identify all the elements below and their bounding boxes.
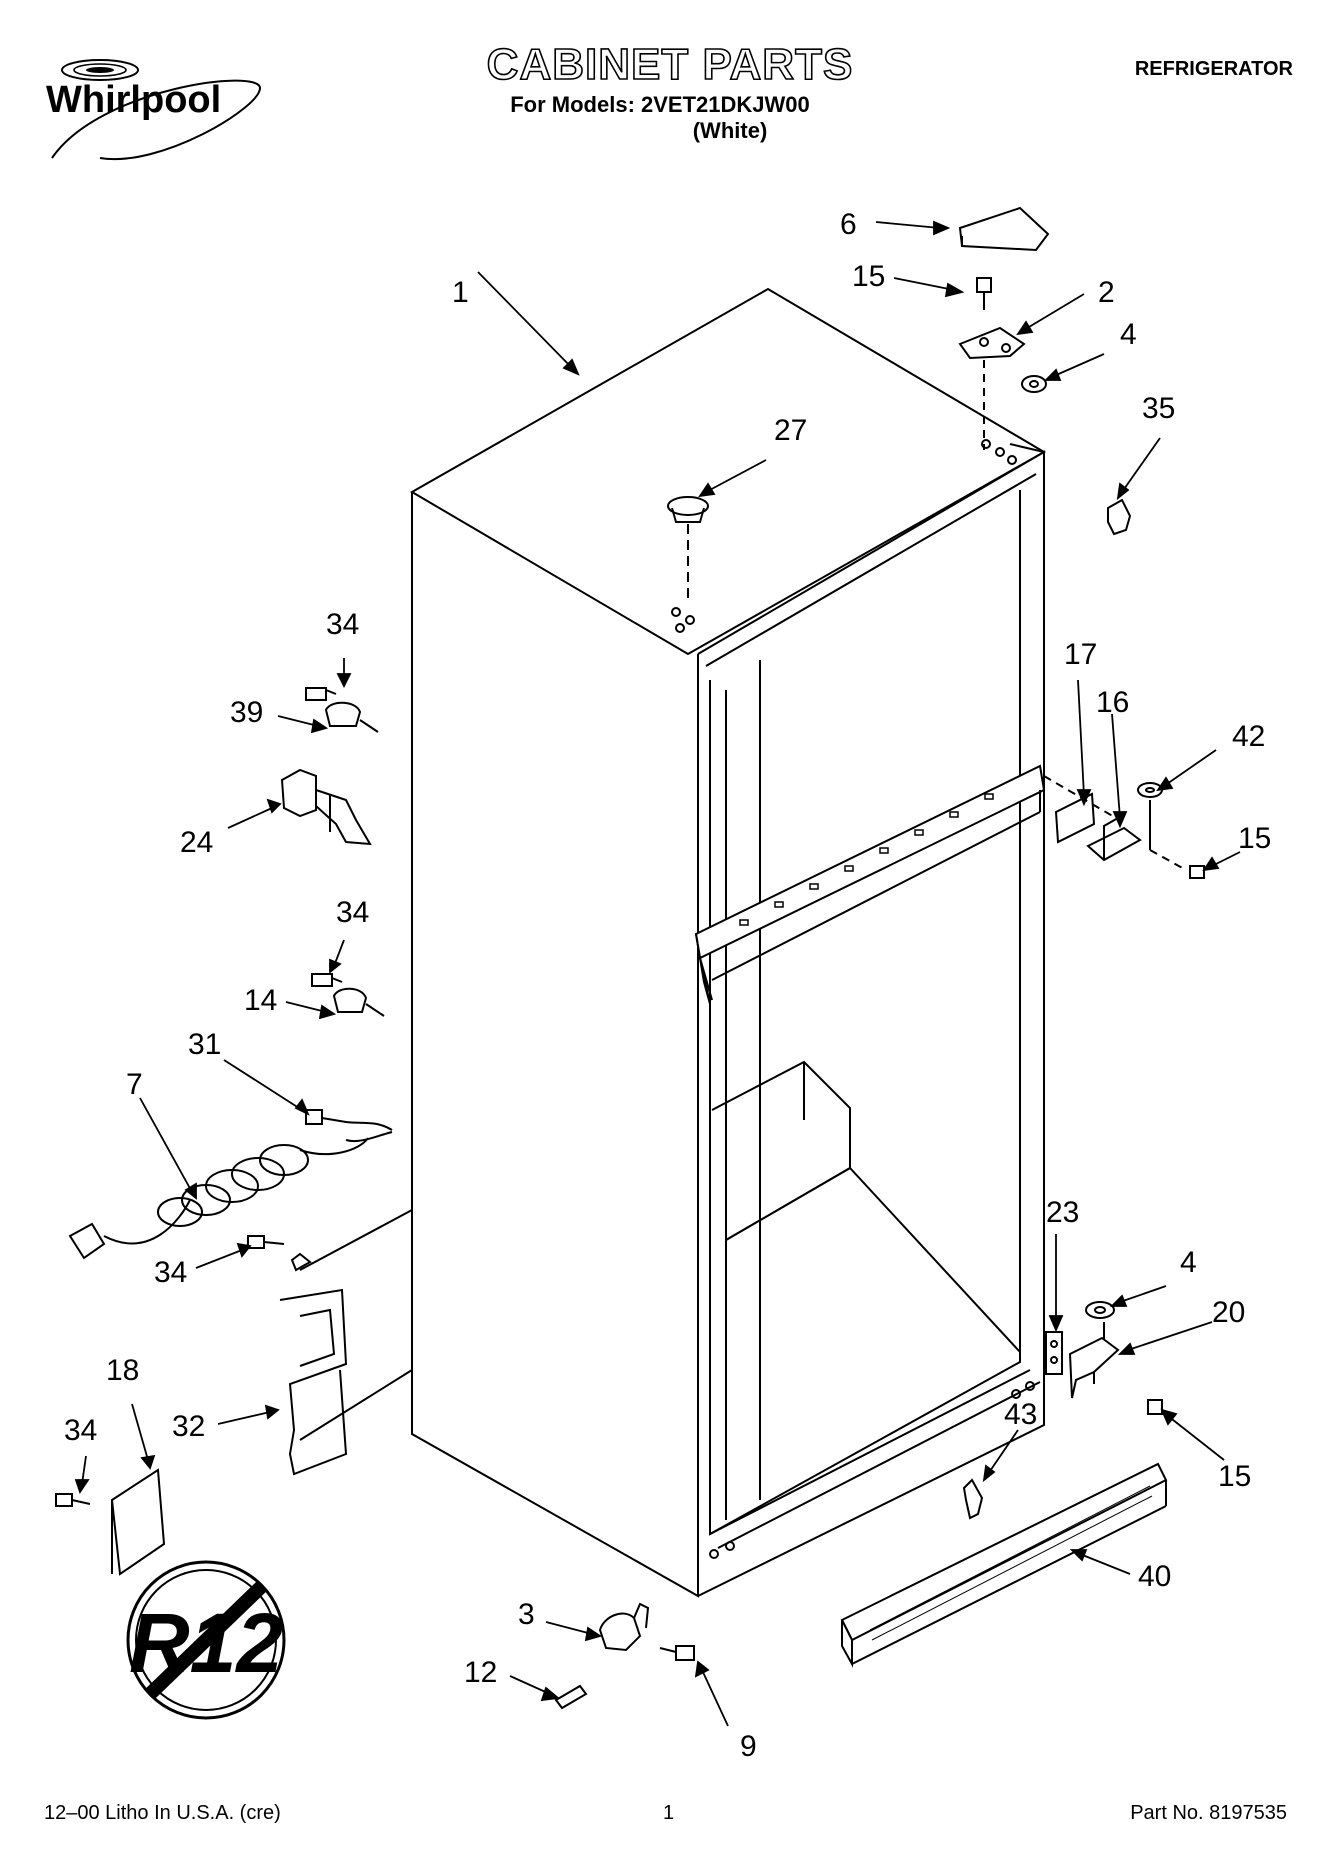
callout-31: 31 — [188, 1028, 221, 1061]
callout-34-bottom: 34 — [64, 1414, 97, 1447]
callout-35: 35 — [1142, 392, 1175, 425]
washer-4-bottom — [1085, 1301, 1115, 1348]
callout-39: 39 — [230, 696, 263, 729]
bottom-hinge-20 — [1068, 1336, 1120, 1399]
bracket-32 — [279, 1252, 348, 1476]
callout-labels: 1 2 3 4 4 6 7 9 12 14 15 15 15 15 16 17 … — [64, 208, 1271, 1763]
hinge-shim-17 — [1043, 775, 1117, 844]
callout-6: 6 — [840, 208, 857, 241]
whirlpool-logo: Whirlpool — [46, 59, 262, 161]
top-hinge-screw — [976, 277, 992, 310]
model-number: For Models: 2VET21DKJW00 — [510, 92, 810, 117]
callout-4-bottom: 4 — [1180, 1246, 1197, 1279]
cover-18 — [110, 1468, 166, 1576]
leveler-3 — [598, 1602, 650, 1652]
callout-17: 17 — [1064, 638, 1097, 671]
callout-40: 40 — [1138, 1560, 1171, 1593]
callout-15-bottom: 15 — [1218, 1460, 1251, 1493]
color-variant: (White) — [692, 118, 768, 143]
clamp-14 — [311, 973, 385, 1017]
top-hinge — [958, 326, 1026, 450]
callout-34-upper: 34 — [326, 608, 359, 641]
callout-15-middle: 15 — [1238, 822, 1271, 855]
callout-2: 2 — [1098, 276, 1115, 309]
callout-16: 16 — [1096, 686, 1129, 719]
callout-1: 1 — [452, 276, 469, 309]
roller-pin-12 — [554, 1684, 588, 1710]
callout-32: 32 — [172, 1410, 205, 1443]
screw-9 — [659, 1645, 695, 1661]
top-hinge-cover — [958, 206, 1050, 252]
print-info: 12–00 Litho In U.S.A. (cre) — [44, 1802, 281, 1824]
ground-screw-31 — [305, 1109, 393, 1142]
callout-34-middle: 34 — [336, 896, 369, 929]
callout-7: 7 — [126, 1068, 143, 1101]
hinge-cap-35 — [1107, 498, 1132, 536]
top-washer — [1021, 375, 1047, 393]
top-plug — [667, 496, 709, 600]
toe-grille-40 — [840, 1462, 1168, 1668]
callout-34-cord: 34 — [154, 1256, 187, 1289]
clamp-39 — [305, 687, 379, 733]
screw-34-lower — [247, 1235, 285, 1249]
page-number: 1 — [663, 1802, 675, 1824]
callout-15-top: 15 — [852, 260, 885, 293]
callout-18: 18 — [106, 1354, 139, 1387]
badge-label: R12 — [129, 1596, 283, 1690]
clip-43 — [962, 1478, 984, 1520]
callout-3: 3 — [518, 1598, 535, 1631]
center-hinge-16 — [1086, 800, 1187, 871]
screw-15-middle — [1189, 865, 1205, 879]
callout-43: 43 — [1004, 1398, 1037, 1431]
power-cord-7 — [68, 1137, 369, 1260]
cabinet-shell — [299, 287, 1046, 1598]
page-title: CABINET PARTS — [486, 39, 854, 90]
appliance-category: REFRIGERATOR — [1134, 58, 1293, 80]
callout-9: 9 — [740, 1730, 757, 1763]
brand-wordmark: Whirlpool — [46, 79, 221, 121]
screw-15-bottom — [1147, 1399, 1163, 1415]
callout-23: 23 — [1046, 1196, 1079, 1229]
callout-42: 42 — [1232, 720, 1265, 753]
callout-27: 27 — [774, 414, 807, 447]
callout-12: 12 — [464, 1656, 497, 1689]
shelf-stop-24 — [280, 768, 372, 846]
callout-20: 20 — [1212, 1296, 1245, 1329]
leader-lines — [74, 220, 1241, 1727]
shim-23 — [1045, 1331, 1063, 1375]
callout-24: 24 — [180, 826, 213, 859]
callout-14: 14 — [244, 984, 277, 1017]
no-r12-badge: R12 — [126, 1560, 286, 1720]
part-number: Part No. 8197535 — [1130, 1802, 1287, 1824]
screw-34-bottom — [55, 1493, 91, 1507]
callout-4-top: 4 — [1120, 318, 1137, 351]
